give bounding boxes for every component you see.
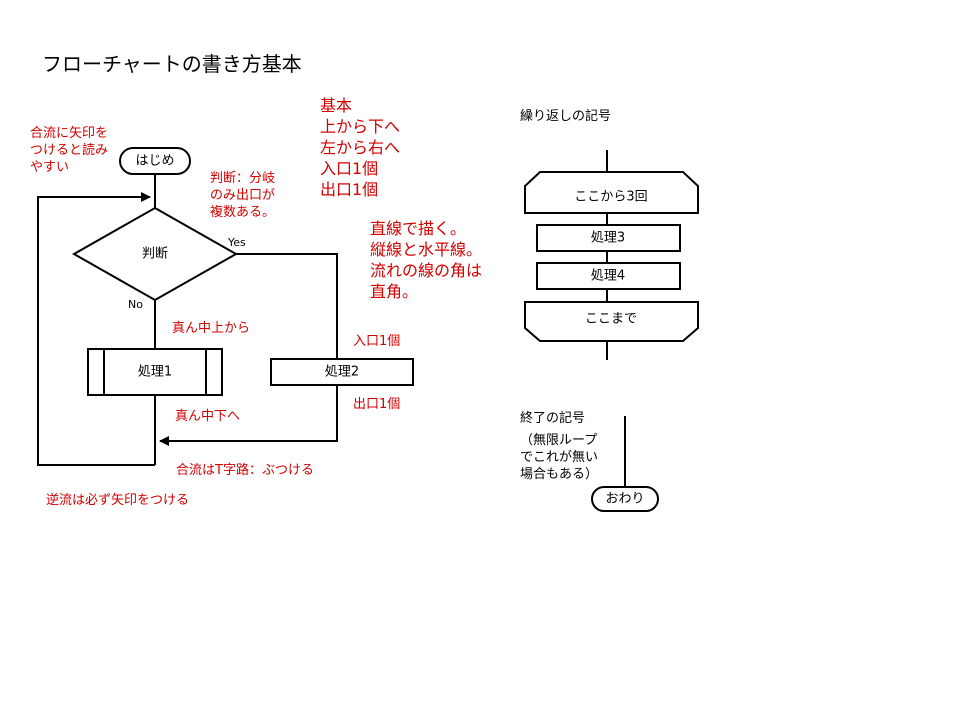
- note-decision-line-3: 複数ある。: [210, 205, 276, 220]
- process3-box: [536, 224, 681, 252]
- end-note-line-1: （無限ループ: [520, 433, 598, 448]
- loop-end-label: ここまで: [585, 312, 637, 327]
- process4-label: 処理4: [591, 269, 625, 284]
- end-note-line-3: 場合もある）: [520, 467, 599, 482]
- note-basics-line-2: 上から下へ: [320, 117, 401, 136]
- end-terminator-label: おわり: [605, 492, 644, 507]
- process4-box: [536, 262, 681, 290]
- connector-reverse-loop: [37, 192, 155, 466]
- process1-label: 処理1: [138, 365, 172, 380]
- process1-box: [87, 348, 223, 396]
- process3-label: 処理3: [591, 231, 625, 246]
- note-merge-arrow-line-1: 合流に矢印を: [30, 126, 109, 141]
- note-entry-one: 入口1個: [353, 334, 401, 349]
- note-merge-arrow-line-2: つけると読み: [30, 143, 109, 158]
- note-lines-line-2: 縦線と水平線。: [370, 240, 483, 259]
- yes-label: Yes: [227, 236, 246, 249]
- connector-yes-to-process2: [236, 253, 338, 359]
- note-basics-line-5: 出口1個: [320, 180, 379, 199]
- note-exit-one: 出口1個: [353, 397, 401, 412]
- note-basics-line-4: 入口1個: [320, 159, 379, 178]
- end-terminator: [591, 486, 659, 512]
- note-lines-line-1: 直線で描く。: [370, 219, 467, 238]
- loop-start-symbol: [524, 171, 699, 214]
- end-heading: 終了の記号: [520, 411, 586, 426]
- connector-process2-merge: [159, 385, 338, 446]
- loop-end-symbol: [524, 301, 699, 342]
- note-decision-branch: 判断：分岐 のみ出口が 複数ある。: [210, 170, 275, 221]
- note-lines: 直線で描く。 縦線と水平線。 流れの線の角は 直角。: [370, 218, 482, 302]
- note-t-junction: 合流はT字路：ぶつける: [176, 463, 314, 478]
- note-reverse-flow: 逆流は必ず矢印をつける: [46, 493, 190, 508]
- note-basics-line-3: 左から右へ: [320, 138, 401, 157]
- note-basics: 基本 上から下へ 左から右へ 入口1個 出口1個: [320, 95, 400, 200]
- slide-title: フローチャートの書き方基本: [42, 52, 302, 76]
- note-merge-arrow-line-3: やすい: [30, 160, 70, 175]
- note-lines-line-4: 直角。: [370, 282, 419, 301]
- note-decision-line-1: 判断：分岐: [210, 171, 276, 186]
- note-merge-arrow: 合流に矢印を つけると読み やすい: [30, 125, 108, 176]
- start-label: はじめ: [135, 154, 174, 169]
- loop-heading: 繰り返しの記号: [520, 109, 612, 124]
- no-label: No: [128, 298, 143, 311]
- note-center-top: 真ん中上から: [172, 321, 251, 336]
- note-lines-line-3: 流れの線の角は: [370, 261, 483, 280]
- start-terminator: [119, 147, 191, 175]
- note-center-bottom: 真ん中下へ: [175, 409, 241, 424]
- process2-label: 処理2: [325, 365, 359, 380]
- process2-box: [270, 358, 414, 386]
- note-decision-line-2: のみ出口が: [210, 188, 276, 203]
- note-basics-line-1: 基本: [320, 96, 353, 115]
- decision-label: 判断: [142, 247, 168, 262]
- end-note-line-2: でこれが無い: [520, 450, 599, 465]
- loop-start-label: ここから3回: [574, 190, 647, 205]
- end-note: （無限ループ でこれが無い 場合もある）: [520, 432, 598, 483]
